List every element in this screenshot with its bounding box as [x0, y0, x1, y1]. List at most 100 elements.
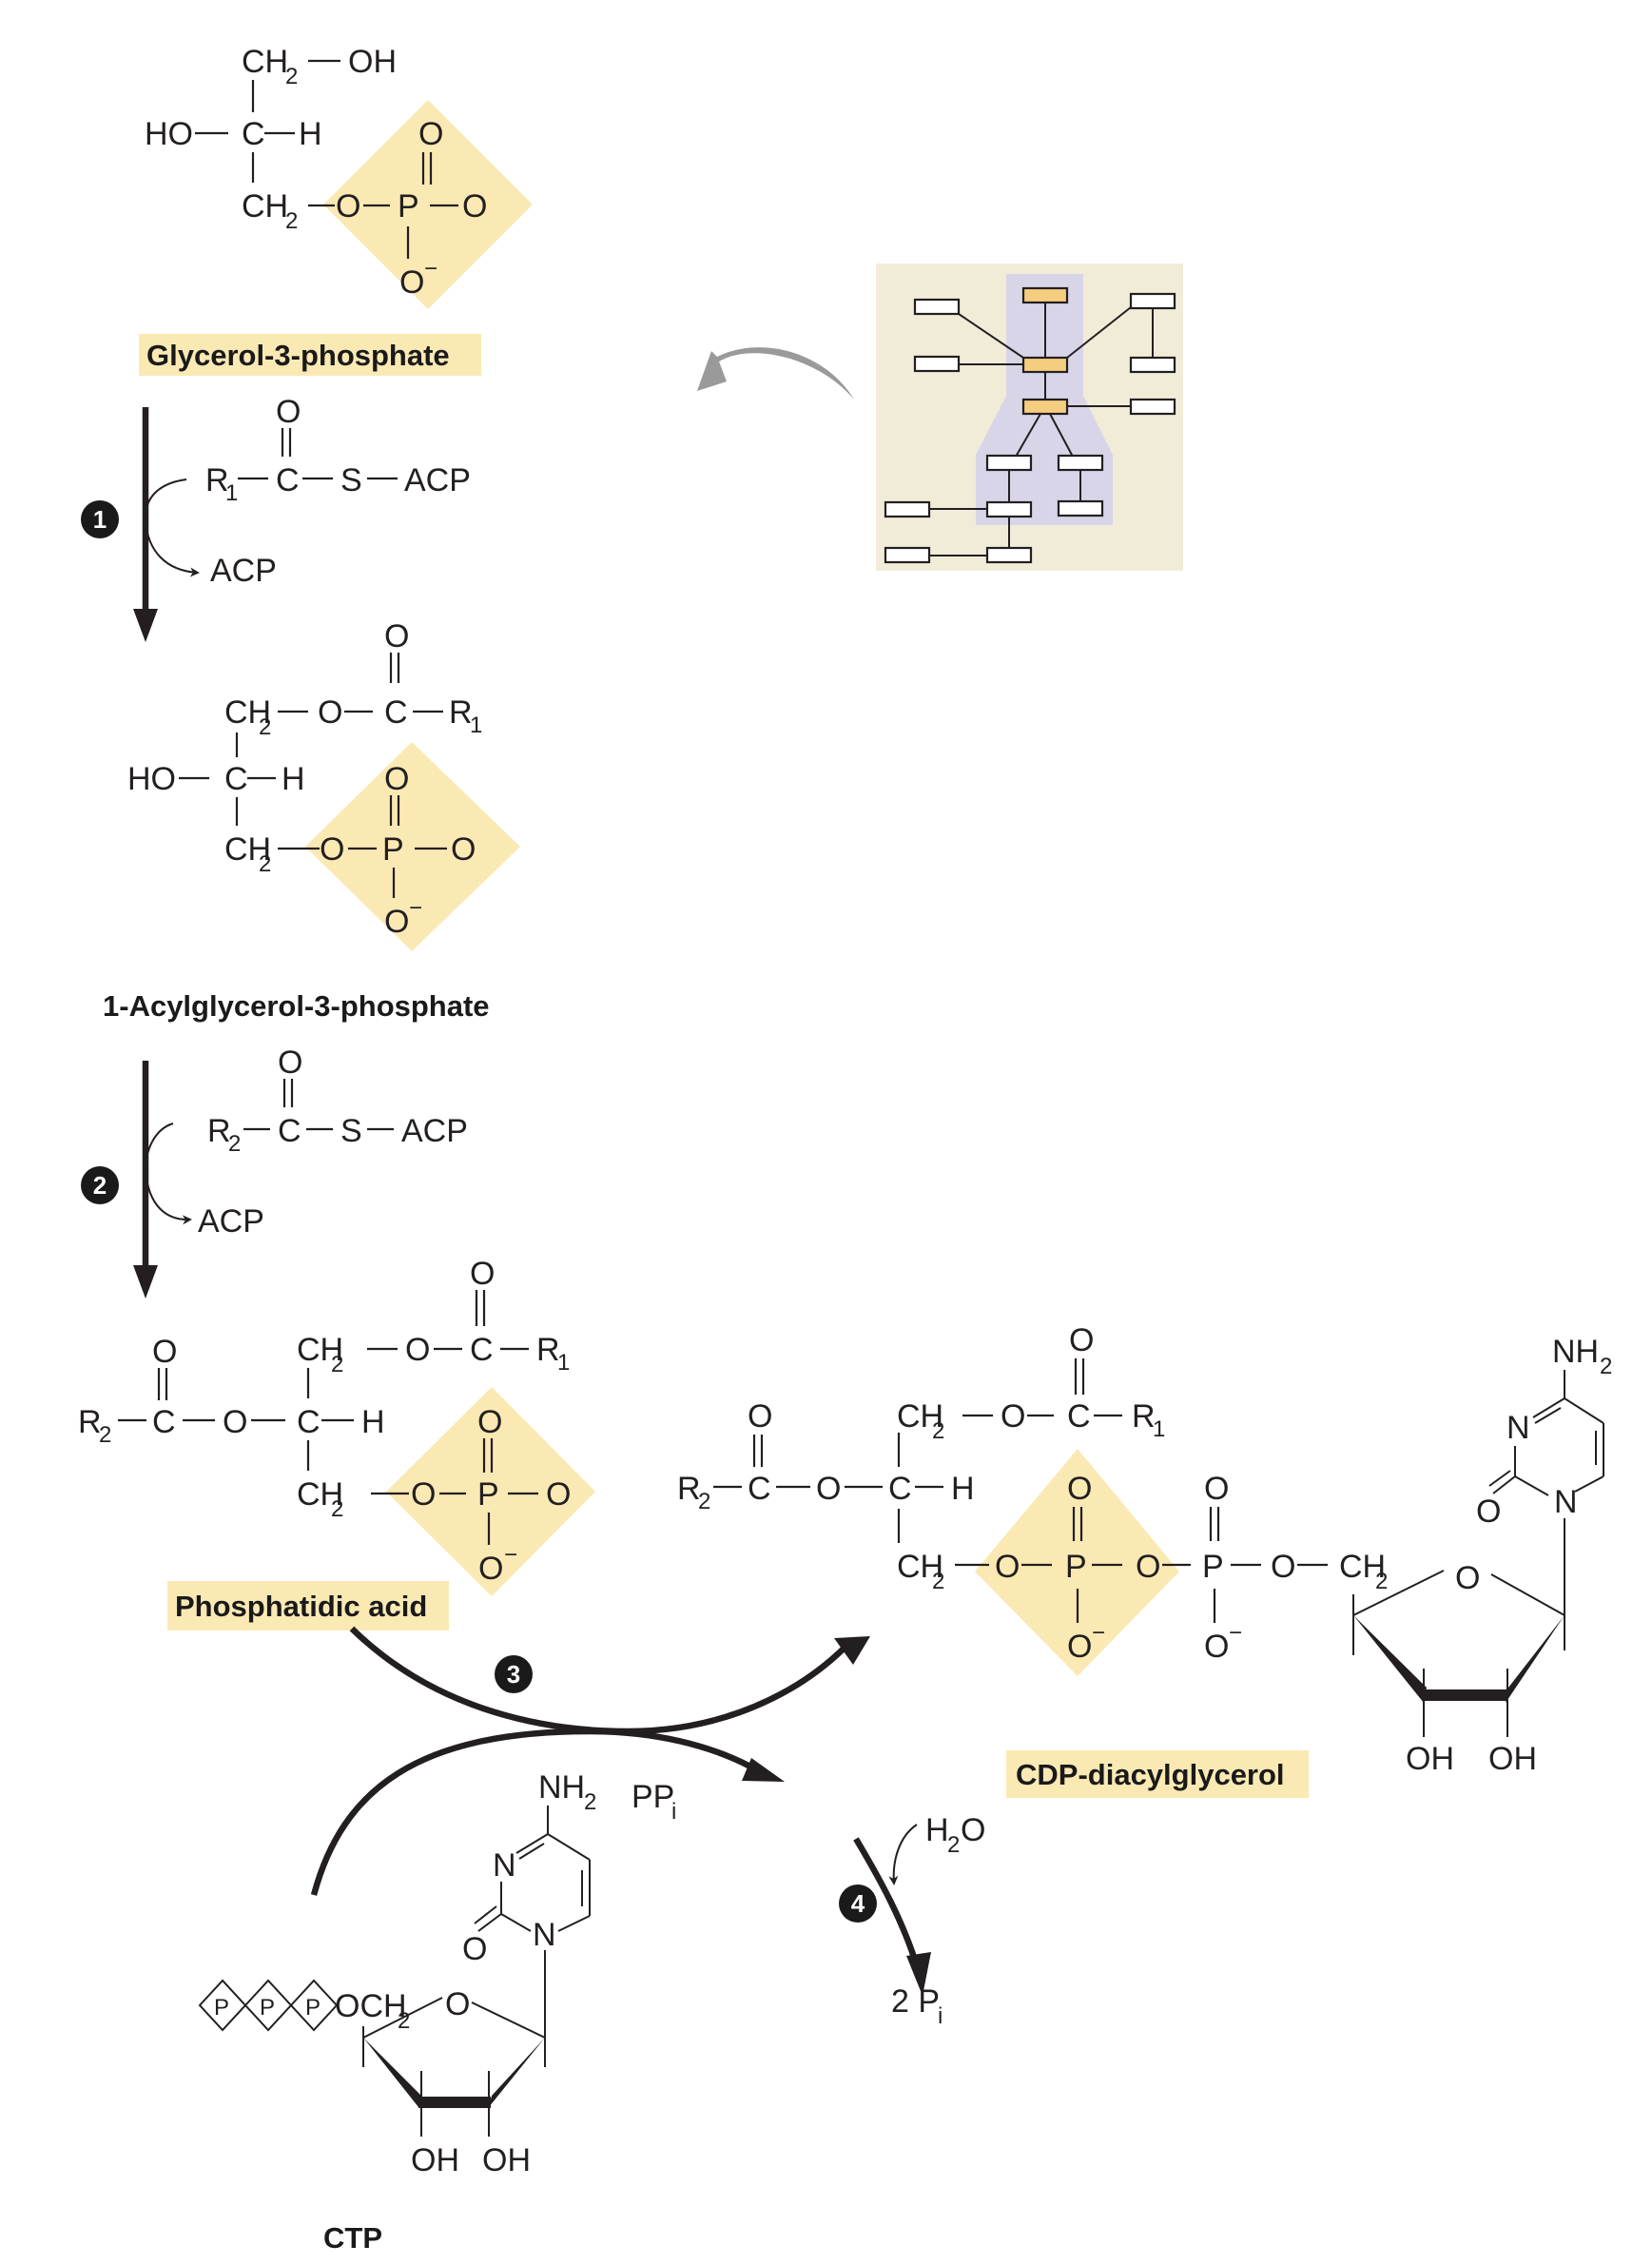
atom-o: O — [462, 188, 487, 225]
atom-o: O — [816, 1471, 841, 1507]
map-node — [913, 298, 961, 316]
map-node-highlighted — [1021, 356, 1069, 374]
phosphate-product-label: 2 P — [891, 1983, 940, 2020]
atom-o: O — [384, 618, 409, 654]
pyrophosphate-label: PP — [632, 1779, 674, 1815]
atom-c: C — [1067, 1398, 1091, 1435]
atom-o-minus: O — [478, 1551, 503, 1587]
charge: − — [409, 895, 422, 921]
subscript: 2 — [947, 1832, 960, 1858]
atom-o: O — [223, 1404, 247, 1440]
arrow-head — [133, 609, 158, 642]
atom-s: S — [340, 1113, 362, 1149]
arrow-head — [834, 1636, 870, 1665]
subscript: 2 — [1375, 1569, 1388, 1594]
phosphate-highlight — [975, 1449, 1179, 1676]
atom-r: R — [78, 1404, 102, 1440]
atom-p: P — [214, 1995, 229, 2021]
map-node — [884, 500, 931, 518]
atom-p: P — [1202, 1549, 1224, 1585]
overview-map-thumbnail[interactable] — [697, 264, 1183, 571]
atom-o: O — [1067, 1471, 1092, 1507]
map-node — [985, 500, 1033, 518]
released-acp: ACP — [198, 1203, 264, 1240]
atom-n: N — [1554, 1484, 1578, 1520]
back-arrow-icon — [697, 347, 854, 400]
atom-c: C — [276, 462, 300, 498]
atom-oh: OH — [348, 44, 397, 80]
map-node — [1057, 454, 1104, 472]
atom-s: S — [340, 462, 362, 498]
atom-n: N — [533, 1917, 556, 1953]
atom-o: O — [546, 1476, 571, 1513]
charge: − — [504, 1542, 517, 1568]
phosphate-highlight — [386, 1387, 595, 1596]
atom-p: P — [398, 188, 419, 225]
atom-c: C — [297, 1404, 321, 1440]
subscript: 2 — [285, 64, 298, 89]
step-number-badge — [81, 500, 119, 538]
atom-o: O — [451, 831, 476, 868]
step-number-badge — [81, 1166, 119, 1204]
compound-label-cdp-diacylglycerol: CDP-diacylglycerol — [1016, 1758, 1285, 1791]
atom-o: O — [384, 761, 409, 797]
step-number: 3 — [507, 1660, 520, 1689]
atom-o: O — [411, 1476, 436, 1513]
atom-ch2: CH — [224, 831, 271, 868]
subscript: 2 — [1600, 1354, 1612, 1379]
atom-n: N — [1506, 1410, 1530, 1446]
subscript: 1 — [225, 480, 238, 506]
atom-o: O — [336, 188, 360, 225]
atom-o: O — [462, 1931, 487, 1967]
subscript: i — [671, 1799, 676, 1825]
map-node — [1129, 356, 1176, 374]
atom-c: C — [278, 1113, 301, 1149]
subscript: 2 — [259, 714, 271, 740]
atom-ch2: CH — [224, 694, 271, 731]
reaction-step-4: H 2 O 4 2 P i — [839, 1812, 985, 2029]
atom-nh2: NH — [538, 1769, 585, 1806]
step-number: 4 — [851, 1889, 865, 1918]
atom-o: O — [276, 394, 301, 430]
atom-p: P — [305, 1995, 321, 2021]
reaction-step-1: 1 R 1 C O S ACP ACP — [81, 394, 471, 642]
subscript: 1 — [470, 713, 482, 738]
subscript: 2 — [259, 851, 271, 877]
map-node-highlighted — [1021, 398, 1069, 416]
atom-o: O — [1271, 1549, 1295, 1585]
arrow-head — [906, 1952, 931, 1996]
ctp-structure: P P P OCH 2 O OH OH N N O NH 2 — [198, 1769, 596, 2178]
atom-o: O — [445, 1986, 470, 2022]
atom-n: N — [493, 1847, 516, 1884]
atom-ch2: CH — [1339, 1549, 1386, 1585]
atom-r: R — [677, 1471, 701, 1507]
arrow-head — [742, 1758, 785, 1782]
atom-ch2: CH — [297, 1476, 343, 1513]
map-node — [985, 454, 1033, 472]
charge: − — [1229, 1620, 1242, 1646]
atom-c: C — [152, 1404, 176, 1440]
label-highlight — [1006, 1750, 1309, 1798]
arrow-head — [133, 1265, 158, 1298]
atom-o: O — [405, 1332, 430, 1368]
acyl-acp: ACP — [401, 1113, 468, 1149]
atom-o: O — [278, 1045, 302, 1081]
atom-o-minus: O — [384, 904, 409, 940]
atom-o: O — [1001, 1398, 1025, 1435]
phosphatidic-acid-structure: CH 2 O C O R 1 R 2 C O O C H CH 2 O P — [78, 1256, 595, 1596]
atom-ch2: CH — [897, 1398, 943, 1435]
atom-oh: OH — [1406, 1741, 1454, 1777]
atom-o: O — [152, 1334, 177, 1370]
charge: − — [424, 256, 437, 282]
atom-h: H — [361, 1404, 385, 1440]
atom-c: C — [888, 1471, 912, 1507]
atom-o: O — [418, 116, 443, 152]
atom-oh: OH — [1488, 1741, 1537, 1777]
subscript: 2 — [932, 1418, 944, 1444]
glycerol-3-phosphate-structure: CH 2 OH HO C H CH 2 O P O O O − — [145, 44, 533, 309]
atom-o: O — [1204, 1471, 1229, 1507]
atom-r: R — [207, 1113, 231, 1149]
atom-h: H — [282, 761, 305, 797]
atom-ho: HO — [145, 116, 193, 152]
